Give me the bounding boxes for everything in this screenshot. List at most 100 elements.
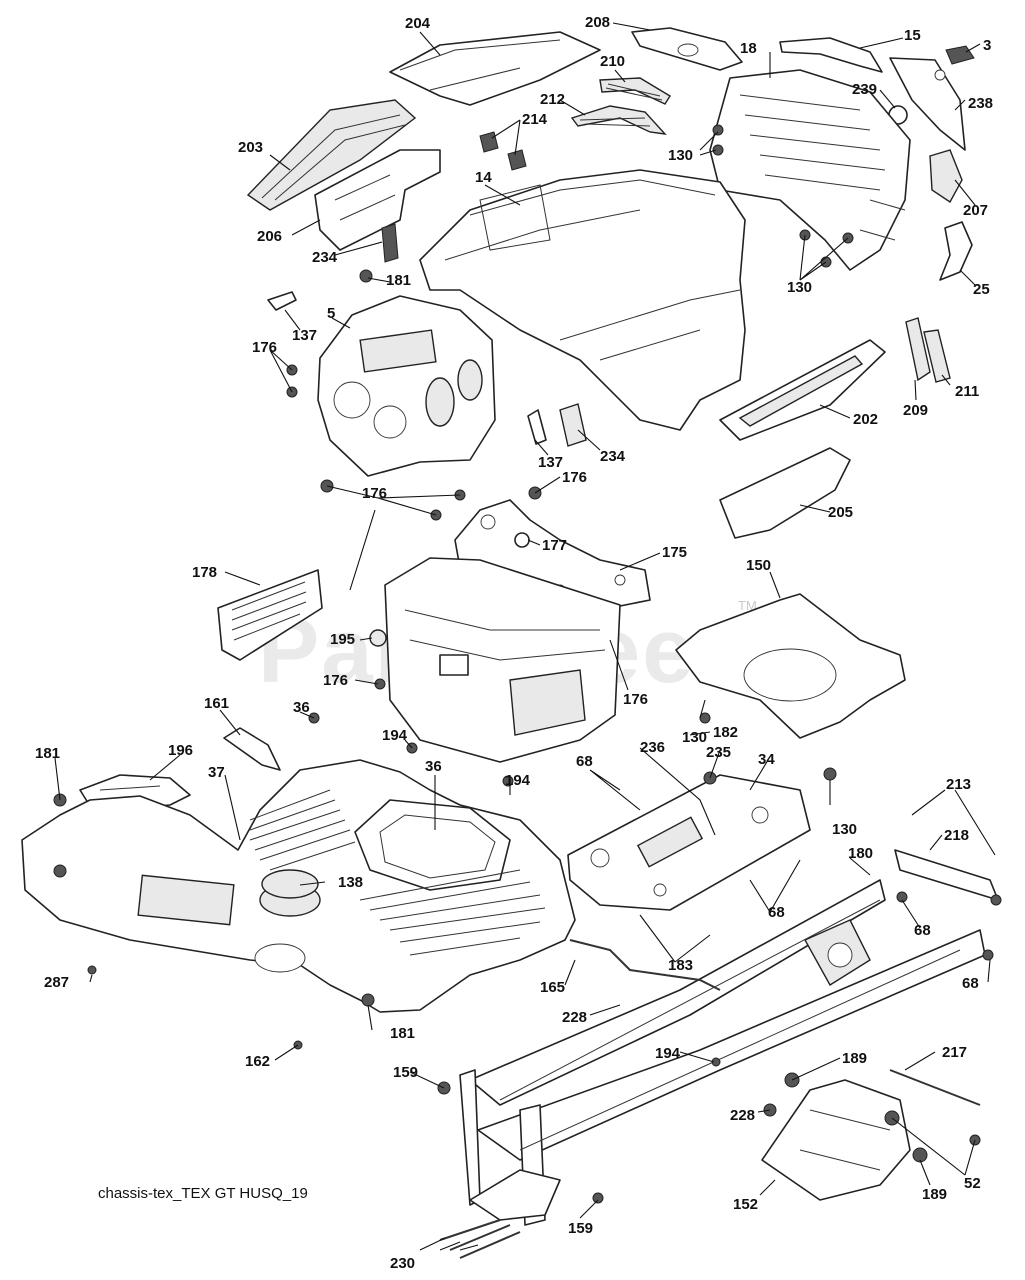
part-137-pin-a	[267, 291, 297, 311]
part-137-pin-b	[527, 409, 547, 445]
part-212-grille	[570, 105, 667, 135]
callout-211: 211	[955, 383, 979, 400]
callout-36-b: 36	[425, 758, 442, 775]
callout-165: 165	[540, 979, 565, 996]
part-205-bumper	[719, 447, 851, 539]
callout-176-c: 176	[562, 469, 587, 486]
callout-15: 15	[904, 27, 921, 44]
callout-176-b: 176	[362, 485, 387, 502]
callout-181-a: 181	[386, 272, 411, 289]
callout-194-a: 194	[382, 727, 408, 744]
callout-137-b: 137	[538, 454, 563, 471]
callout-37: 37	[208, 764, 225, 781]
part-34-seat-plate	[567, 774, 811, 911]
part-234-insert-top	[381, 223, 399, 263]
callout-207: 207	[963, 202, 988, 219]
callout-138: 138	[338, 874, 363, 891]
callout-36-a: 36	[293, 699, 310, 716]
part-15-strip	[779, 37, 883, 73]
callout-235: 235	[706, 744, 731, 761]
callout-239: 239	[852, 81, 877, 98]
part-177-nut	[514, 532, 530, 548]
callout-labels: 204 208 15 3 18 210 212 214 239 238 203 …	[35, 14, 993, 1272]
callout-213: 213	[946, 776, 971, 793]
watermark-trademark: TM	[738, 598, 757, 613]
leader-lines	[54, 22, 996, 1251]
callout-228-b: 228	[730, 1107, 755, 1124]
callout-228-a: 228	[562, 1009, 587, 1026]
callout-208: 208	[585, 14, 610, 31]
callout-150: 150	[746, 557, 771, 574]
part-209-grille	[905, 317, 931, 382]
callout-176-e: 176	[623, 691, 648, 708]
callout-152: 152	[733, 1196, 758, 1213]
callout-205: 205	[828, 504, 853, 521]
part-165-rod	[569, 939, 721, 991]
part-207-lens	[929, 149, 963, 204]
callout-176-d: 176	[323, 672, 348, 689]
callout-178: 178	[192, 564, 217, 581]
part-150-fender	[675, 593, 906, 739]
callout-68-b: 68	[768, 904, 785, 921]
callout-177: 177	[542, 537, 567, 554]
callout-194-b: 194	[505, 772, 531, 789]
callout-206: 206	[257, 228, 282, 245]
callout-176-a: 176	[252, 339, 277, 356]
callout-204: 204	[405, 15, 431, 32]
callout-162: 162	[245, 1053, 270, 1070]
callout-234-b: 234	[600, 448, 626, 465]
callout-181-c: 181	[390, 1025, 415, 1042]
callout-159-b: 159	[568, 1220, 593, 1237]
callout-137-a: 137	[292, 327, 317, 344]
callout-25: 25	[973, 281, 990, 298]
callout-210: 210	[600, 53, 625, 70]
part-230-spindles	[439, 1169, 561, 1259]
part-234-insert-lower	[559, 403, 587, 447]
part-210-grille	[599, 77, 671, 105]
part-204-cover	[389, 31, 601, 106]
callout-214: 214	[522, 111, 548, 128]
callout-189-b: 189	[922, 1186, 947, 1203]
callout-202: 202	[853, 411, 878, 428]
part-182-dash-panel	[384, 557, 621, 763]
part-238-panel	[889, 57, 966, 151]
part-218-bracket	[894, 849, 999, 901]
callout-203: 203	[238, 139, 263, 156]
callout-238: 238	[968, 95, 993, 112]
callout-130-b: 130	[787, 279, 812, 296]
part-3-emblem	[945, 45, 975, 65]
callout-130-c: 130	[682, 729, 707, 746]
part-217-rod	[889, 1069, 981, 1106]
callout-161: 161	[204, 695, 229, 712]
callout-175: 175	[662, 544, 687, 561]
callout-3: 3	[983, 37, 991, 54]
callout-195: 195	[330, 631, 355, 648]
callout-189-a: 189	[842, 1050, 867, 1067]
part-206-bracket	[314, 149, 441, 251]
part-14-hood	[419, 169, 746, 431]
callout-182: 182	[713, 724, 738, 741]
part-152-guard	[761, 1079, 911, 1201]
callout-287: 287	[44, 974, 69, 991]
callout-130-d: 130	[832, 821, 857, 838]
part-195-knob	[369, 629, 387, 647]
part-203-dash-grille	[246, 99, 417, 211]
callout-130-a: 130	[668, 147, 693, 164]
callout-183: 183	[668, 957, 693, 974]
part-5-dash-console	[317, 295, 496, 477]
callout-68-d: 68	[962, 975, 979, 992]
callout-212: 212	[540, 91, 565, 108]
callout-68-a: 68	[576, 753, 593, 770]
part-178-grille-plate	[217, 569, 323, 661]
part-208-bracket	[631, 27, 743, 71]
callout-234-a: 234	[312, 249, 338, 266]
part-161-bracket	[223, 727, 281, 771]
callout-194-c: 194	[655, 1045, 681, 1062]
part-214-clips	[479, 131, 527, 171]
part-202-front-grille	[719, 339, 886, 441]
callout-159-a: 159	[393, 1064, 418, 1081]
callout-5: 5	[327, 305, 335, 322]
callout-217: 217	[942, 1044, 967, 1061]
diagram-caption: chassis-tex_TEX GT HUSQ_19	[98, 1185, 308, 1202]
